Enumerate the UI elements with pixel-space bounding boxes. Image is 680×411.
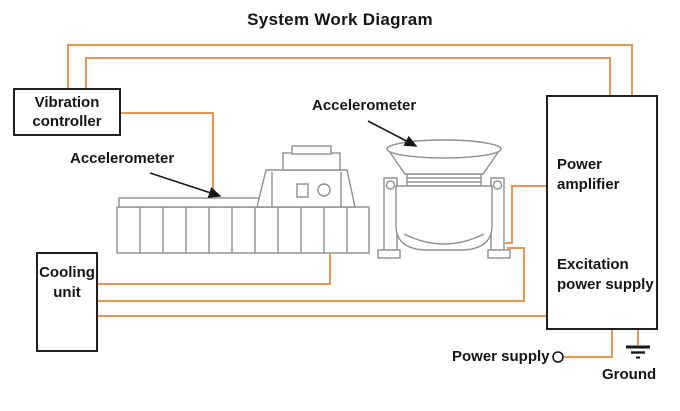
shaker-body xyxy=(395,185,493,251)
accelerometer-arrows xyxy=(149,120,418,198)
wire-cooling-to-shaker xyxy=(96,247,525,302)
vibration-controller-box: Vibration controller xyxy=(13,88,121,136)
accelerometer-label-slip-table: Accelerometer xyxy=(70,150,175,167)
diagram-title: System Work Diagram xyxy=(247,10,433,29)
shaker-table-top xyxy=(386,139,502,159)
cooling-unit-label: Cooling unit xyxy=(39,264,95,301)
power-supply-label: Power supply xyxy=(452,348,550,365)
shaker-armature xyxy=(406,173,482,187)
power-amplifier-label: Power amplifier xyxy=(557,156,620,194)
ground-label: Ground xyxy=(602,366,657,383)
shaker-left-foot xyxy=(377,249,401,259)
wire-amplifier-to-shaker xyxy=(505,185,546,244)
vibration-controller-label: Vibration controller xyxy=(32,93,102,131)
slip-table-body-lines xyxy=(271,172,342,207)
slip-table-top-cap xyxy=(291,145,332,155)
slip-table-detail-block xyxy=(296,183,309,198)
wire-cooling-to-slip-table xyxy=(96,253,331,285)
slip-table-plate xyxy=(118,197,270,208)
arrow-to-slip-table-icon xyxy=(149,172,222,198)
slip-table-base xyxy=(116,206,370,254)
power-amplifier-box: Power amplifier Excitation power supply xyxy=(546,95,658,330)
shaker-body-curve xyxy=(403,233,485,245)
power-supply-terminal-icon xyxy=(552,351,564,363)
slip-table-illustration xyxy=(116,145,370,254)
shaker-right-trunnion xyxy=(492,180,503,190)
slip-table-detail-circle xyxy=(317,183,331,197)
wire-power-supply xyxy=(564,330,613,358)
wires xyxy=(67,44,639,358)
wire-controller-to-slip-table xyxy=(121,112,214,197)
shaker-armature-lines xyxy=(407,177,481,183)
excitation-power-supply-label: Excitation power supply xyxy=(557,256,654,294)
ground-symbol-icon xyxy=(626,345,650,359)
arrow-to-shaker-icon xyxy=(367,120,418,147)
wire-controller-to-amplifier-outer xyxy=(67,44,633,95)
cooling-unit-box: Cooling unit xyxy=(36,252,98,352)
shaker-left-trunnion xyxy=(385,180,396,190)
vertical-shaker-illustration xyxy=(377,139,511,259)
slip-table-ribs xyxy=(139,207,348,253)
wire-controller-to-amplifier-inner xyxy=(85,57,611,95)
shaker-right-foot xyxy=(487,249,511,259)
accelerometer-label-shaker: Accelerometer xyxy=(312,97,417,114)
slip-table-top-box xyxy=(282,152,341,171)
